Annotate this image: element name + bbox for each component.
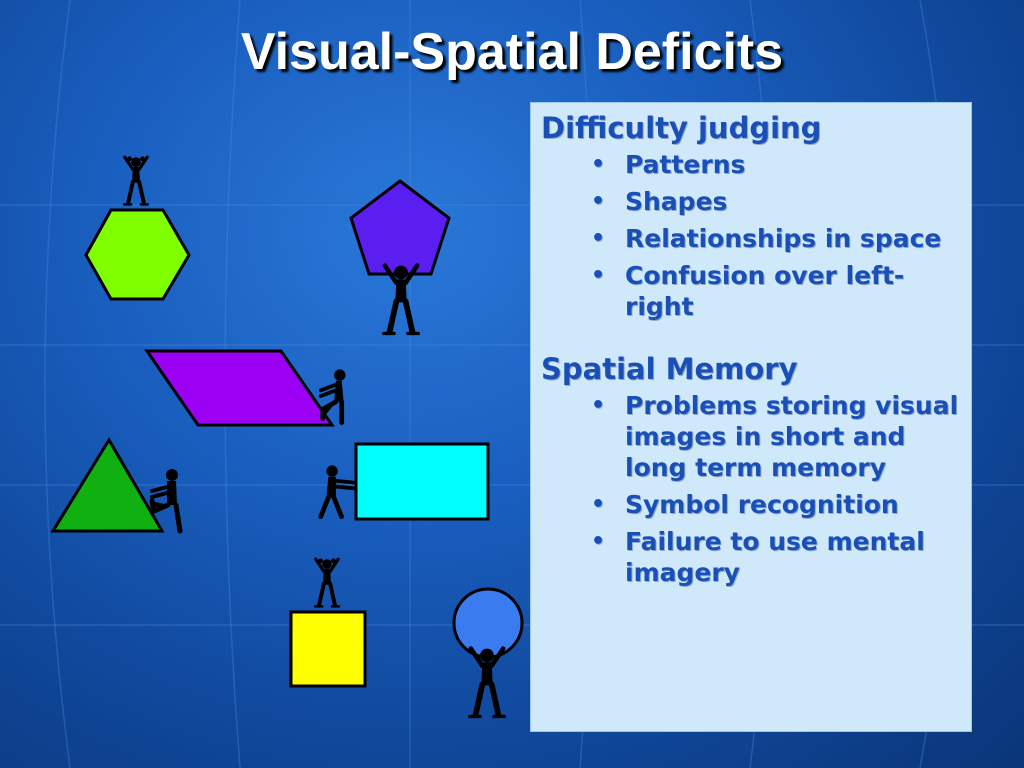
- bullet-icon: •: [591, 529, 606, 554]
- figure-on-hexagon: [124, 156, 148, 204]
- slide-title: Visual-Spatial Deficits: [240, 23, 784, 81]
- figure-pushing-rectangle: [318, 465, 355, 520]
- list-item: • Shapes: [591, 186, 963, 217]
- shapes-illustration: [50, 0, 524, 768]
- figure-pushing-parallelogram: [318, 369, 346, 425]
- list-item: • Confusion over left-right: [591, 260, 963, 322]
- figure-under-pentagon: [384, 266, 419, 334]
- list-item-text: Patterns: [625, 150, 746, 179]
- content-box: Difficulty judging • Patterns • Shapes • Re…: [530, 102, 972, 732]
- list-item-text: Symbol recognition: [625, 490, 899, 519]
- section-heading-spatial-memory: Spatial Memory: [541, 352, 798, 386]
- square-shape: [289, 610, 367, 688]
- hexagon-shape: [84, 208, 191, 301]
- list-item-text: Relationships in space: [625, 224, 942, 253]
- bullet-icon: •: [591, 492, 606, 517]
- rectangle-shape: [354, 442, 490, 521]
- bullet-icon: •: [591, 152, 606, 177]
- list-item: • Failure to use mental imagery: [591, 526, 963, 588]
- list-item-text: Failure to use mental imagery: [625, 527, 925, 587]
- spatial-memory-list: • Problems storing visual images in short…: [541, 390, 963, 588]
- bullet-icon: •: [591, 263, 606, 288]
- bullet-icon: •: [591, 189, 606, 214]
- difficulty-list: • Patterns • Shapes • Relationships in spac…: [541, 149, 963, 322]
- bullet-icon: •: [591, 393, 606, 418]
- triangle-shape: [50, 437, 165, 533]
- figure-pushing-triangle: [149, 469, 183, 534]
- bullet-icon: •: [591, 226, 606, 251]
- list-item-text: Shapes: [625, 187, 728, 216]
- figure-under-circle: [470, 649, 505, 717]
- list-item: • Symbol recognition: [591, 489, 963, 520]
- figure-on-square: [315, 558, 339, 606]
- list-item-text: Confusion over left-right: [625, 261, 905, 321]
- circle-shape: [452, 587, 524, 659]
- list-item: • Patterns: [591, 149, 963, 180]
- section-heading-difficulty: Difficulty judging: [541, 111, 822, 145]
- parallelogram-shape: [144, 349, 335, 427]
- pentagon-shape: [349, 179, 451, 276]
- list-item: • Problems storing visual images in short…: [591, 390, 963, 483]
- list-item-text: Problems storing visual images in short …: [625, 391, 959, 482]
- list-item: • Relationships in space: [591, 223, 963, 254]
